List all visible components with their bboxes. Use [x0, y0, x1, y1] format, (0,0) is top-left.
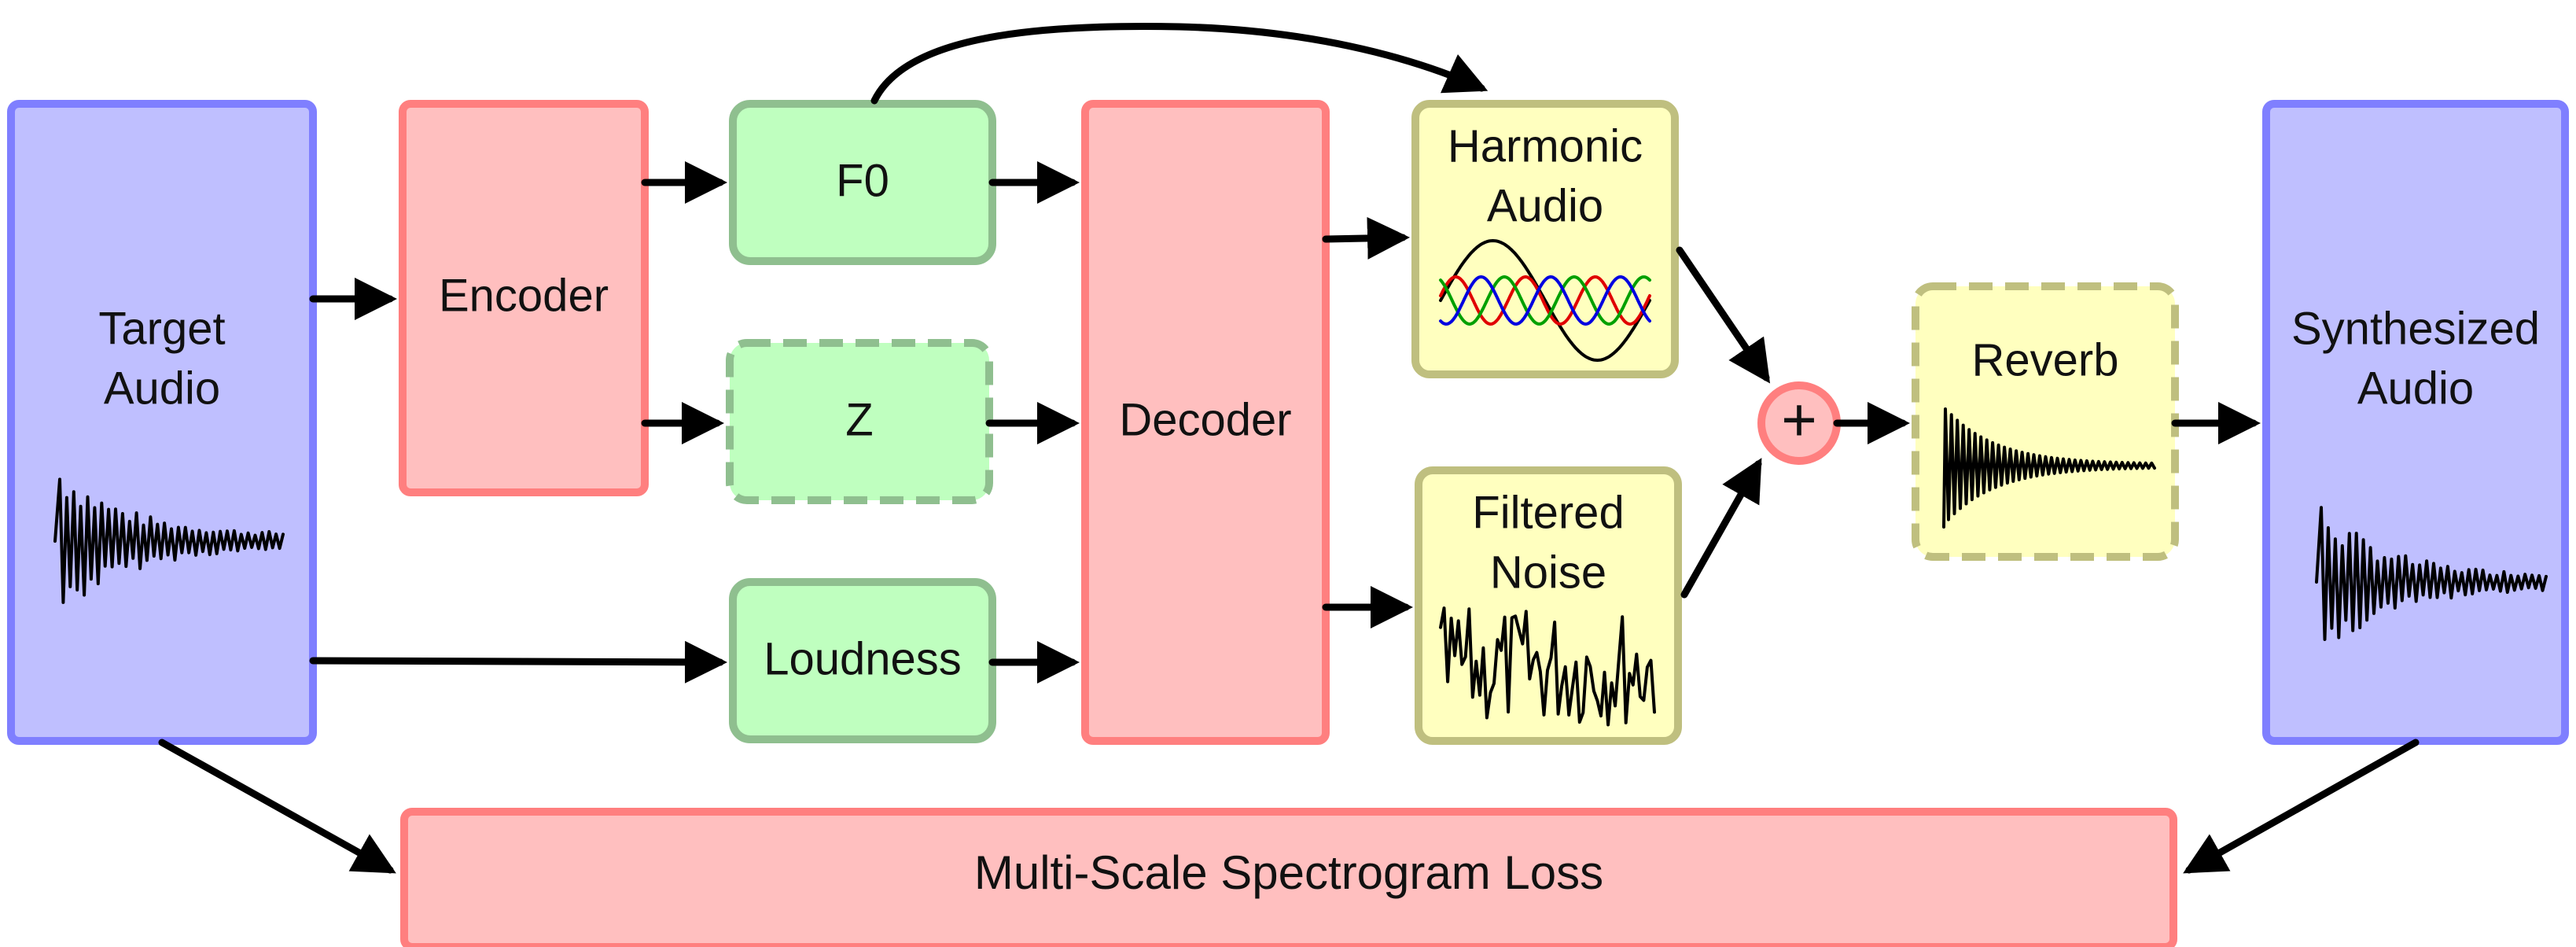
harmonic-audio-label-line2: Audio: [1487, 180, 1603, 231]
encoder-node: Encoder: [399, 100, 649, 496]
synthesized-audio-label-line2: Audio: [2357, 363, 2474, 414]
f0-label: F0: [836, 155, 889, 206]
sum-node: +: [1757, 381, 1841, 465]
filtered-noise-label-line1: Filtered: [1472, 487, 1624, 538]
harmonic-red-wave-icon: [1439, 275, 1651, 326]
synthesized-waveform-icon: [2315, 506, 2548, 641]
target-waveform-icon: [53, 477, 285, 604]
arrow-noise-to-sum: [1680, 458, 1762, 599]
z-label: Z: [845, 394, 873, 445]
arrow-target-to-loudness: [309, 640, 727, 684]
loss-label: Multi-Scale Spectrogram Loss: [974, 846, 1603, 899]
harmonic-fundamental-wave-icon: [1439, 239, 1651, 362]
loudness-node: Loudness: [729, 578, 996, 743]
synthesized-audio-node: Synthesized Audio: [2262, 100, 2569, 745]
encoder-label: Encoder: [439, 270, 609, 321]
harmonic-audio-node: Harmonic Audio: [1411, 100, 1679, 378]
target-audio-label-line2: Audio: [104, 363, 220, 414]
harmonic-audio-label-line1: Harmonic: [1448, 120, 1643, 171]
reverb-label: Reverb: [1972, 334, 2119, 385]
target-audio-node: Target Audio: [7, 100, 317, 745]
reverb-node: Reverb: [1912, 282, 2179, 561]
arrow-decoder-to-harmonic: [1322, 216, 1410, 260]
filtered-noise-label-line2: Noise: [1490, 547, 1606, 598]
reverb-impulse-response-icon: [1942, 407, 2156, 529]
arrow-f0-to-harmonic: [870, 23, 1489, 105]
synthesized-audio-label-line1: Synthesized: [2291, 303, 2540, 354]
loss-node: Multi-Scale Spectrogram Loss: [400, 808, 2177, 947]
sum-plus-icon: +: [1781, 385, 1817, 455]
arrow-target-to-loss: [158, 739, 396, 874]
loudness-label: Loudness: [764, 633, 962, 684]
target-audio-label-line1: Target: [98, 303, 225, 354]
f0-node: F0: [729, 100, 996, 265]
z-node: Z: [726, 339, 993, 504]
connections: [158, 23, 2420, 874]
decoder-node: Decoder: [1081, 100, 1330, 745]
arrow-harmonic-to-sum: [1676, 246, 1771, 384]
filtered-noise-node: Filtered Noise: [1415, 466, 1682, 745]
arrow-synthesized-to-loss: [2183, 739, 2420, 874]
noise-waveform-icon: [1439, 606, 1656, 727]
harmonic-green-wave-icon: [1439, 275, 1651, 326]
decoder-label: Decoder: [1119, 394, 1291, 445]
harmonic-blue-wave-icon: [1439, 275, 1651, 326]
